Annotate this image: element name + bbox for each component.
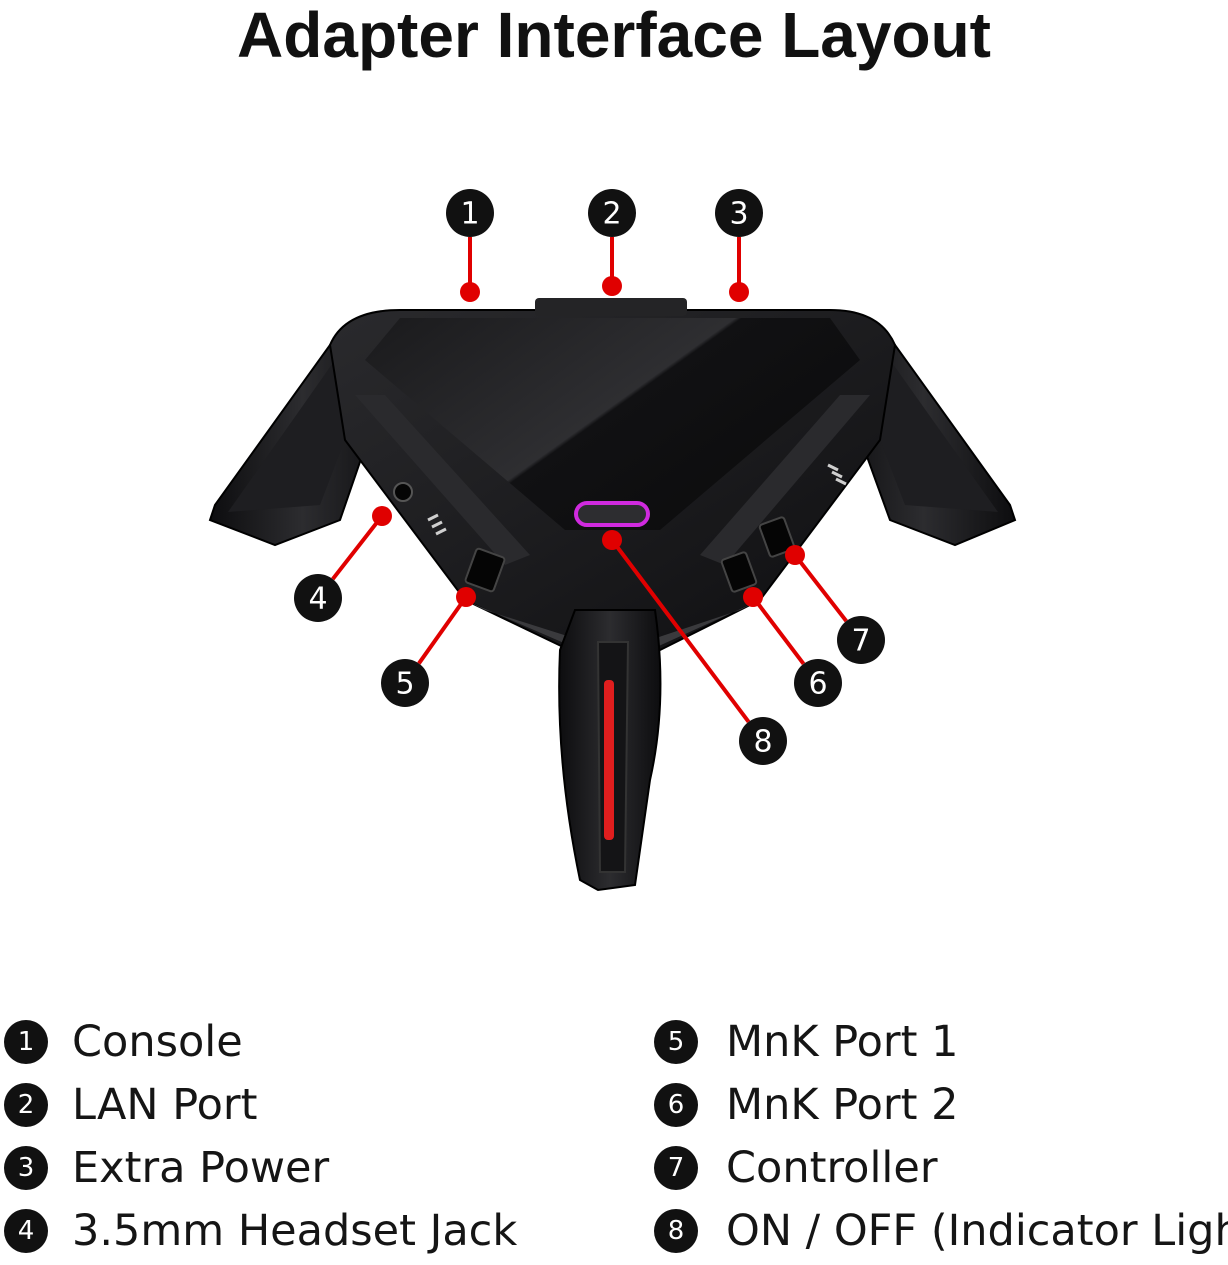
callout-number-4: 4 bbox=[308, 582, 327, 617]
legend-badge-5: 5 bbox=[654, 1019, 698, 1064]
callout-dot-7 bbox=[785, 545, 805, 565]
legend-badge-6: 6 bbox=[654, 1082, 698, 1127]
legend-badge-2: 2 bbox=[4, 1082, 48, 1127]
indicator-light-button bbox=[574, 501, 650, 527]
legend-item-4: 4 3.5mm Headset Jack bbox=[4, 1199, 517, 1262]
callout-badge-3 bbox=[715, 189, 763, 237]
callout-dot-8 bbox=[602, 530, 622, 550]
legend-column-left: 1 Console 2 LAN Port 3 Extra Power 4 3.5… bbox=[4, 1010, 517, 1262]
legend-item-3: 3 Extra Power bbox=[4, 1136, 517, 1199]
legend-label-lan-port: LAN Port bbox=[72, 1079, 258, 1130]
callout-badge-2 bbox=[588, 189, 636, 237]
legend-label-mnk-port-1: MnK Port 1 bbox=[726, 1016, 959, 1067]
page-title: Adapter Interface Layout bbox=[237, 0, 991, 71]
leg-red-stripe bbox=[604, 680, 614, 840]
lan-port-housing bbox=[535, 298, 687, 316]
callout-number-3: 3 bbox=[729, 197, 748, 232]
bottom-leg bbox=[558, 609, 662, 892]
mnk-port-1-slot bbox=[464, 547, 506, 593]
legend-item-5: 5 MnK Port 1 bbox=[654, 1010, 1228, 1073]
controller-port-slot bbox=[758, 516, 796, 558]
callout-dot-5 bbox=[456, 587, 476, 607]
callout-badge-4 bbox=[294, 574, 342, 622]
legend-badge-3: 3 bbox=[4, 1145, 48, 1190]
callout-line-7 bbox=[793, 553, 848, 623]
callout-number-5: 5 bbox=[395, 667, 414, 702]
legend-badge-7: 7 bbox=[654, 1145, 698, 1190]
callout-number-1: 1 bbox=[460, 197, 479, 232]
legend-label-on-off: ON / OFF (Indicator Light) bbox=[726, 1205, 1228, 1256]
callout-dot-4 bbox=[372, 506, 392, 526]
legend-badge-1: 1 bbox=[4, 1019, 48, 1064]
legend-label-controller: Controller bbox=[726, 1142, 938, 1193]
callout-badge-8 bbox=[739, 717, 787, 765]
legend-item-1: 1 Console bbox=[4, 1010, 517, 1073]
callout-line-6 bbox=[751, 595, 806, 666]
callout-dot-6 bbox=[743, 587, 763, 607]
callout-dot-1 bbox=[460, 282, 480, 302]
callout-line-5 bbox=[417, 595, 468, 665]
callout-number-8: 8 bbox=[753, 725, 772, 760]
legend-item-6: 6 MnK Port 2 bbox=[654, 1073, 1228, 1136]
legend: 1 Console 2 LAN Port 3 Extra Power 4 3.5… bbox=[0, 1010, 1228, 1260]
legend-badge-8: 8 bbox=[654, 1208, 698, 1253]
callout-number-2: 2 bbox=[602, 197, 621, 232]
legend-item-7: 7 Controller bbox=[654, 1136, 1228, 1199]
callout-line-8 bbox=[610, 538, 751, 724]
callout-line-4 bbox=[331, 514, 384, 581]
legend-label-headset-jack: 3.5mm Headset Jack bbox=[72, 1205, 518, 1256]
legend-item-2: 2 LAN Port bbox=[4, 1073, 517, 1136]
callout-number-6: 6 bbox=[808, 667, 827, 702]
legend-column-right: 5 MnK Port 1 6 MnK Port 2 7 Controller 8… bbox=[654, 1010, 1228, 1262]
callout-badge-6 bbox=[794, 659, 842, 707]
headset-jack-hole bbox=[393, 482, 413, 502]
legend-badge-4: 4 bbox=[4, 1208, 48, 1253]
callout-number-7: 7 bbox=[851, 624, 870, 659]
legend-label-console: Console bbox=[72, 1016, 243, 1067]
legend-item-8: 8 ON / OFF (Indicator Light) bbox=[654, 1199, 1228, 1262]
callout-badge-5 bbox=[381, 659, 429, 707]
callout-dot-2 bbox=[602, 276, 622, 296]
callout-badge-7 bbox=[837, 616, 885, 664]
callout-dot-3 bbox=[729, 282, 749, 302]
legend-label-mnk-port-2: MnK Port 2 bbox=[726, 1079, 959, 1130]
callout-badge-1 bbox=[446, 189, 494, 237]
legend-label-extra-power: Extra Power bbox=[72, 1142, 330, 1193]
mnk-port-2-slot bbox=[720, 551, 758, 593]
adapter-body bbox=[328, 298, 897, 656]
